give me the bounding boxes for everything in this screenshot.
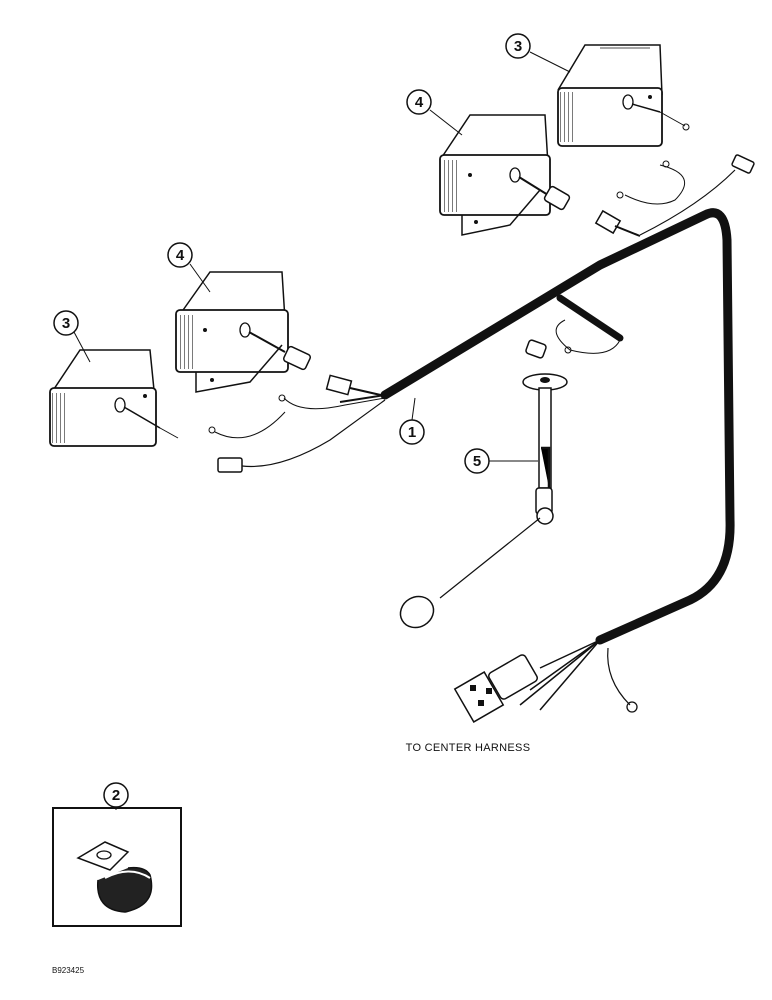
lamp-right-front-callout: 4 [406, 89, 463, 136]
lamp-right-front [439, 114, 571, 236]
svg-text:4: 4 [176, 247, 185, 264]
center-harness-connector [453, 639, 638, 723]
clamp-inset: 2 [52, 782, 182, 927]
svg-text:3: 3 [514, 38, 522, 55]
lamp-right-rear [557, 44, 690, 147]
center-harness-caption: TO CENTER HARNESS [406, 742, 531, 754]
svg-text:5: 5 [473, 453, 481, 470]
svg-text:3: 3 [62, 315, 70, 332]
harness-callout: 1 [399, 397, 425, 445]
fuel-sender [399, 319, 621, 629]
sender-callout: 5 [464, 448, 538, 474]
lamp-left-rear [49, 349, 179, 447]
lamp-left-front [175, 271, 312, 393]
lamp-left-front-callout: 4 [167, 242, 211, 293]
main-harness [339, 208, 735, 645]
figure-id: B923425 [52, 966, 85, 975]
svg-text:4: 4 [415, 94, 424, 111]
lamp-left-rear-callout: 3 [53, 310, 91, 363]
svg-text:1: 1 [408, 424, 416, 441]
lamp-right-rear-callout: 3 [505, 33, 571, 73]
left-leads [208, 374, 386, 473]
svg-text:2: 2 [112, 787, 120, 804]
upper-right-leads [594, 154, 755, 237]
